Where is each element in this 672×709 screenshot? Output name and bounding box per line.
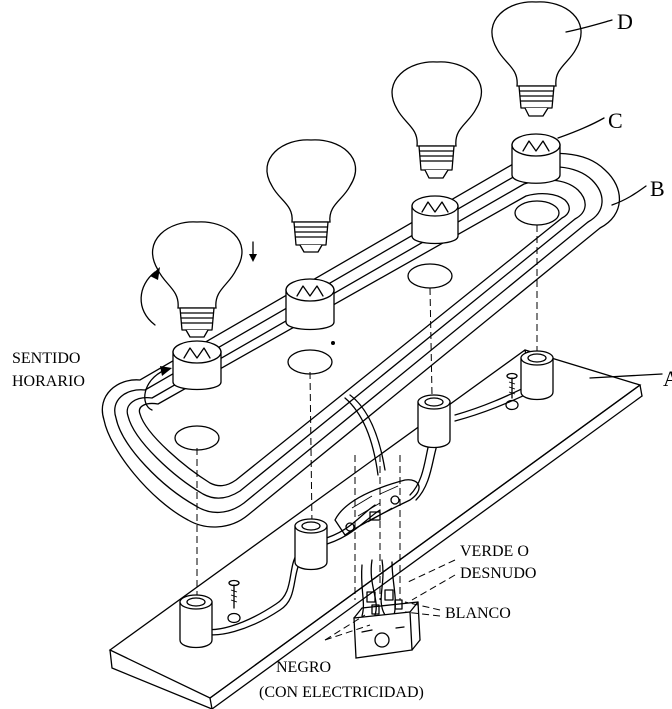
bulb-4 [491, 1, 582, 117]
labels: D C B A SENTIDO HORARIO VERDE O DESNUDO … [12, 9, 672, 701]
callout-a: A [663, 366, 672, 391]
hot-wire-label-line1: NEGRO [276, 659, 331, 676]
ground-wire-label-line1: VERDE O [460, 543, 529, 560]
plate-socket-3 [417, 394, 451, 449]
bulb-1 [151, 221, 243, 338]
callout-b: B [650, 176, 665, 201]
junction-box [353, 559, 421, 659]
canopy-socket-3 [411, 195, 459, 245]
callout-leaders [557, 19, 663, 379]
canopy-socket-1 [172, 340, 222, 391]
neutral-wire-label: BLANCO [445, 605, 511, 622]
down-arrow [249, 241, 257, 262]
callout-c: C [608, 108, 623, 133]
mounting-plate [108, 349, 643, 709]
screw-right [505, 372, 519, 411]
screw-left [227, 579, 241, 624]
canopy-backplate [101, 152, 621, 528]
bulb-2 [266, 139, 357, 253]
alignment-lines [196, 225, 538, 600]
plate-socket-2 [294, 518, 328, 571]
clockwise-arrow-bulb [140, 267, 160, 326]
bulb-3 [391, 61, 483, 179]
ground-wire-label-line2: DESNUDO [460, 565, 536, 582]
plate-socket-1 [179, 594, 213, 649]
canopy-socket-2 [285, 278, 335, 331]
plate-socket-4 [520, 350, 554, 401]
clockwise-label-line2: HORARIO [12, 373, 85, 390]
hot-wire-label-line2: (CON ELECTRICIDAD) [259, 684, 424, 701]
wire-label-leaders [324, 559, 456, 641]
canopy-socket-4 [511, 133, 561, 184]
clockwise-label-line1: SENTIDO [12, 350, 80, 367]
callout-d: D [617, 9, 633, 34]
clockwise-arrow-socket [144, 366, 172, 411]
